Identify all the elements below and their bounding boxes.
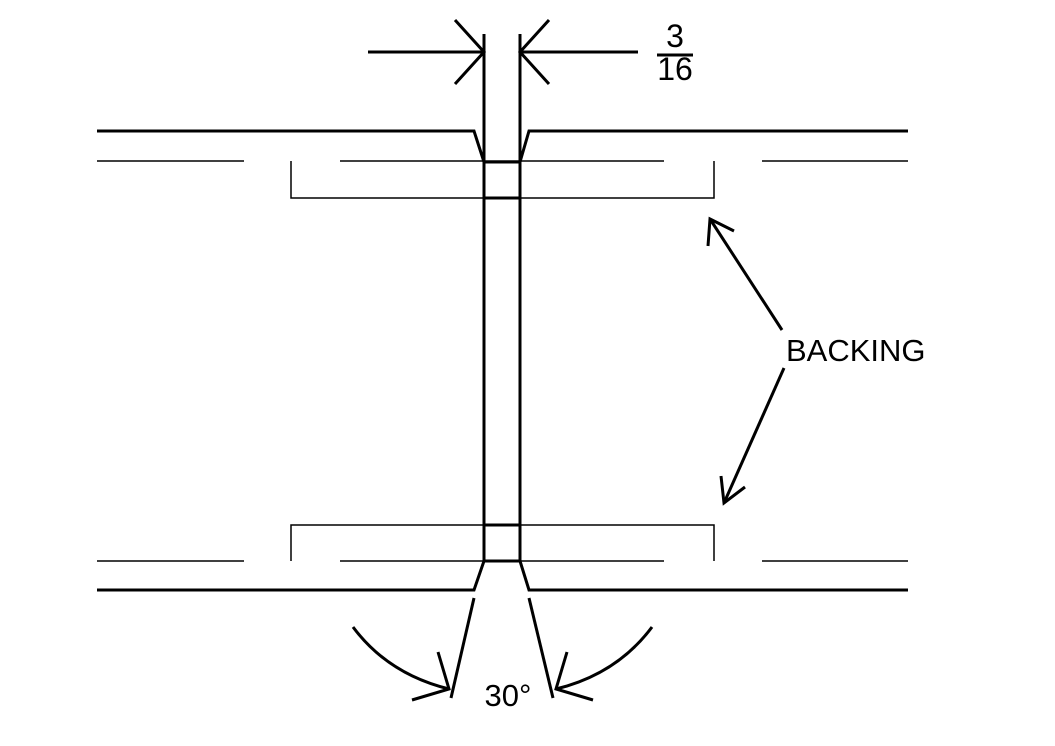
bottom-plate: [97, 560, 908, 592]
angle-label: 30°: [485, 678, 532, 713]
top-plate: [97, 129, 908, 163]
backing-strip-top: [290, 161, 715, 199]
angle-extension-left: [449, 597, 476, 699]
arrowhead-down-icon: [719, 475, 746, 506]
arrowhead-angle-left-icon: [411, 651, 451, 702]
arrowhead-right-icon: [453, 18, 487, 86]
angle-arc-right: [555, 626, 654, 691]
thickness-denominator: 16: [657, 51, 693, 87]
leader-line-bottom: [722, 367, 786, 504]
angle-arc-left: [351, 626, 450, 691]
arrowhead-left-icon: [517, 18, 551, 86]
bottom-plate-right-surface: [518, 560, 908, 592]
root-gap: [482, 34, 522, 563]
thickness-dimension: 3 16: [368, 18, 693, 87]
bottom-plate-left-surface: [97, 560, 486, 592]
top-plate-right-surface: [518, 129, 908, 163]
backing-label: BACKING: [786, 333, 926, 368]
bevel-angle-dimension: 30°: [351, 597, 654, 713]
leader-line-top: [708, 218, 784, 331]
backing-strip-bottom: [290, 524, 715, 561]
thickness-numerator: 3: [666, 18, 684, 54]
backing-callout: BACKING: [706, 216, 926, 506]
arrowhead-angle-right-icon: [554, 651, 594, 702]
arrowhead-up-icon: [706, 216, 735, 247]
angle-extension-right: [527, 597, 555, 699]
top-plate-left-surface: [97, 129, 486, 163]
